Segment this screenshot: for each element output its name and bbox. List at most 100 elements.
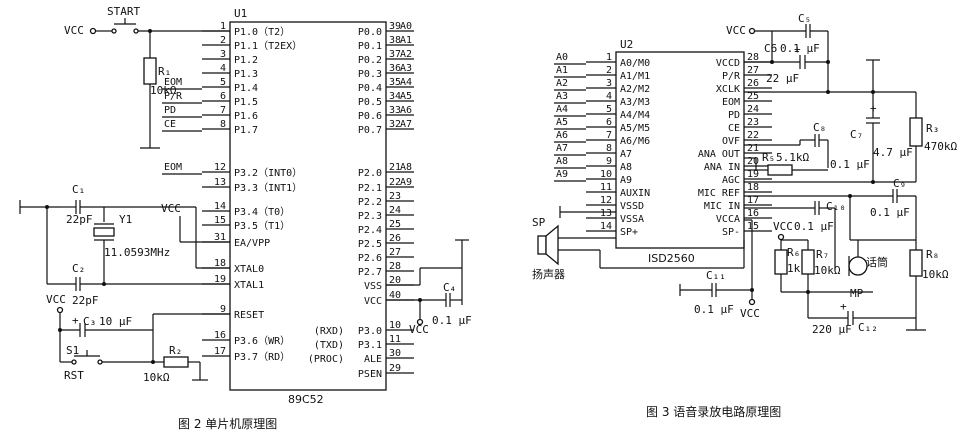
u1-pin-31-number: 31 bbox=[214, 232, 226, 243]
u1-pin-22-number: 22 bbox=[389, 177, 401, 188]
c2-value: 22pF bbox=[72, 294, 99, 307]
u1-pin-30-name: ALE bbox=[364, 354, 382, 365]
c8-label: C₈ bbox=[813, 121, 826, 134]
r1-label: R₁ bbox=[158, 65, 171, 78]
u2-pin-20-name: ANA IN bbox=[704, 162, 740, 173]
junction bbox=[848, 194, 852, 198]
junction bbox=[826, 60, 830, 64]
resistor-r7 bbox=[801, 249, 815, 275]
u2-ref-label: U2 bbox=[620, 38, 633, 51]
c11-label: C₁₁ bbox=[706, 269, 726, 282]
u1-pin-37-net: A2 bbox=[400, 49, 412, 60]
c7-label: C₇ bbox=[850, 128, 863, 141]
u1-pin-10-name: P3.0 bbox=[358, 326, 382, 337]
u1-pin-25-name: P2.4 bbox=[358, 225, 382, 236]
u2-pin-20-number: 20 bbox=[747, 156, 759, 167]
u2-pin-9-name: A8 bbox=[620, 162, 632, 173]
u2-pin-5-net: A4 bbox=[556, 104, 568, 115]
r6-value: 1k bbox=[787, 262, 801, 275]
r2-label: R₂ bbox=[169, 344, 182, 357]
u1-pin-19-number: 19 bbox=[214, 274, 226, 285]
u1-pin-12-name: P3.2（INT0） bbox=[234, 167, 302, 179]
u1-pin-7-number: 7 bbox=[220, 105, 226, 116]
u1-pin-32-net: A7 bbox=[400, 119, 412, 130]
u1-pin-1-name: P1.0（T2） bbox=[234, 26, 290, 38]
u2-pin-15-name: SP- bbox=[722, 227, 740, 238]
u2-pin-22-name: OVF bbox=[722, 136, 740, 147]
r7-value: 10kΩ bbox=[814, 264, 841, 277]
u2-pin-2-name: A1/M1 bbox=[620, 71, 650, 82]
mp-label: MP bbox=[850, 287, 864, 300]
y1-label: Y1 bbox=[119, 213, 132, 226]
u1-pin-6-net: P/R bbox=[164, 91, 183, 102]
r5-label: R₅ bbox=[762, 151, 775, 164]
u1-pin-13-number: 13 bbox=[214, 177, 226, 188]
u2-pin-28-number: 28 bbox=[747, 52, 759, 63]
u2-pin-27-number: 27 bbox=[747, 65, 759, 76]
start-switch bbox=[111, 18, 139, 34]
u2-pin-17-name: MIC IN bbox=[704, 201, 740, 212]
u2-pin-6-net: A5 bbox=[556, 117, 568, 128]
resistor-r5 bbox=[767, 164, 793, 176]
c3-value: 10 μF bbox=[99, 315, 132, 328]
u1-pin-14-name: P3.4（T0） bbox=[234, 206, 290, 218]
c5-label: C₅ bbox=[798, 12, 811, 25]
c6-label: C6 bbox=[764, 42, 777, 55]
c1-label: C₁ bbox=[72, 183, 85, 196]
u1-pin-27-name: P2.6 bbox=[358, 253, 382, 264]
u1-pin-9-number: 9 bbox=[220, 304, 226, 315]
figure-2-mcu-schematic: U1 89C52 1P1.0（T2）2P1.1（T2EX）3P1.24P1.35… bbox=[19, 5, 472, 431]
junction bbox=[871, 180, 875, 184]
u2-pin-16-number: 16 bbox=[747, 208, 759, 219]
u1-pin-21-name: P2.0 bbox=[358, 168, 382, 179]
u2-pin-18-name: MIC REF bbox=[698, 188, 740, 199]
c4-label: C₄ bbox=[443, 281, 456, 294]
junction bbox=[826, 90, 830, 94]
u1-pin-40-number: 40 bbox=[389, 290, 401, 301]
u2-left-pins: 1A0/M0A02A1/M1A13A2/M2A24A3/M3A35A4/M4A4… bbox=[554, 52, 650, 238]
capacitor-c7 bbox=[866, 117, 880, 124]
u2-pin-7-number: 7 bbox=[606, 130, 612, 141]
vcc-terminal-vcca bbox=[748, 298, 756, 306]
u1-pin-9-name: RESET bbox=[234, 310, 264, 321]
u1-pin-38-name: P0.1 bbox=[358, 41, 382, 52]
u2-pin-3-number: 3 bbox=[606, 78, 612, 89]
u1-pin-38-number: 38 bbox=[389, 35, 401, 46]
c2-label: C₂ bbox=[72, 262, 85, 275]
u2-pin-27-name: P/R bbox=[722, 71, 741, 82]
s1-label: S1 bbox=[66, 344, 79, 357]
u1-pin-29-name: PSEN bbox=[358, 369, 382, 380]
capacitor-c6 bbox=[780, 55, 828, 69]
u2-pin-5-number: 5 bbox=[606, 104, 612, 115]
c12-label: C₁₂ bbox=[858, 321, 878, 334]
u1-pin-35-name: P0.4 bbox=[358, 83, 382, 94]
u1-pin-20-name: VSS bbox=[364, 281, 382, 292]
u2-pin-3-net: A2 bbox=[556, 78, 568, 89]
u1-pin-21-number: 21 bbox=[389, 162, 401, 173]
u2-pin-18-number: 18 bbox=[747, 182, 759, 193]
u1-pin-35-net: A4 bbox=[400, 77, 412, 88]
capacitor-c1 bbox=[60, 200, 104, 214]
u1-pin-36-net: A3 bbox=[400, 63, 412, 74]
u2-pin-1-name: A0/M0 bbox=[620, 58, 650, 69]
u1-pin-39-net: A0 bbox=[400, 21, 412, 32]
u1-pin-8-name: P1.7 bbox=[234, 125, 258, 136]
u2-pin-9-net: A8 bbox=[556, 156, 568, 167]
y1-value: 11.0593MHz bbox=[104, 246, 170, 259]
u2-pin-19-name: AGC bbox=[722, 175, 740, 186]
junction bbox=[58, 328, 62, 332]
u1-pin-39-name: P0.0 bbox=[358, 27, 382, 38]
u1-pin-30-alt: (PROC) bbox=[308, 354, 344, 365]
junction bbox=[45, 205, 49, 209]
junction bbox=[770, 60, 774, 64]
u2-pin-14-number: 14 bbox=[600, 221, 612, 232]
c6-value: 22 μF bbox=[766, 72, 799, 85]
u1-pin-11-name: P3.1 bbox=[358, 340, 382, 351]
u1-pin-23-number: 23 bbox=[389, 191, 401, 202]
speaker-sp bbox=[537, 224, 559, 266]
u1-pin-24-name: P2.3 bbox=[358, 211, 382, 222]
capacitor-c9 bbox=[892, 189, 916, 203]
u1-pin-2-number: 2 bbox=[220, 35, 226, 46]
u1-pin-23-name: P2.2 bbox=[358, 197, 382, 208]
c1-value: 22pF bbox=[66, 213, 93, 226]
